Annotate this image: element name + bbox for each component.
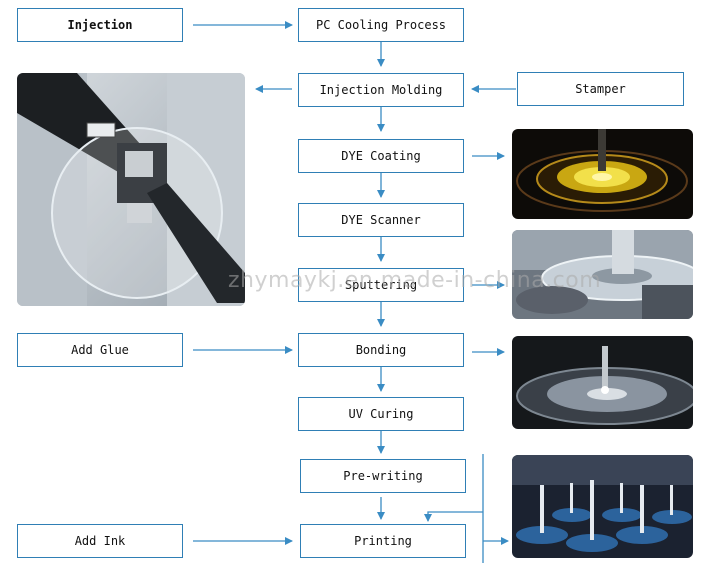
step-dye-coating: DYE Coating <box>298 139 464 173</box>
step-printing: Printing <box>300 524 466 558</box>
watermark-text: zhymaykj.en.made-in-china.com <box>228 268 602 293</box>
photo-injection-robot <box>17 73 245 306</box>
step-injection: Injection <box>17 8 183 42</box>
photo-dye-coating <box>512 129 693 219</box>
arrow-branch-to-printing <box>424 511 483 522</box>
step-stamper: Stamper <box>517 72 684 106</box>
step-pre-writing: Pre-writing <box>300 459 466 493</box>
step-add-glue: Add Glue <box>17 333 183 367</box>
step-bonding: Bonding <box>298 333 464 367</box>
step-sputtering: Sputtering <box>298 268 464 302</box>
step-injection-molding: Injection Molding <box>298 73 464 107</box>
photo-printing <box>512 455 693 558</box>
photo-bonding <box>512 336 693 429</box>
step-add-ink: Add Ink <box>17 524 183 558</box>
step-uv-curing: UV Curing <box>298 397 464 431</box>
photo-sputtering <box>512 230 693 319</box>
step-pc-cooling: PC Cooling Process <box>298 8 464 42</box>
step-dye-scanner: DYE Scanner <box>298 203 464 237</box>
